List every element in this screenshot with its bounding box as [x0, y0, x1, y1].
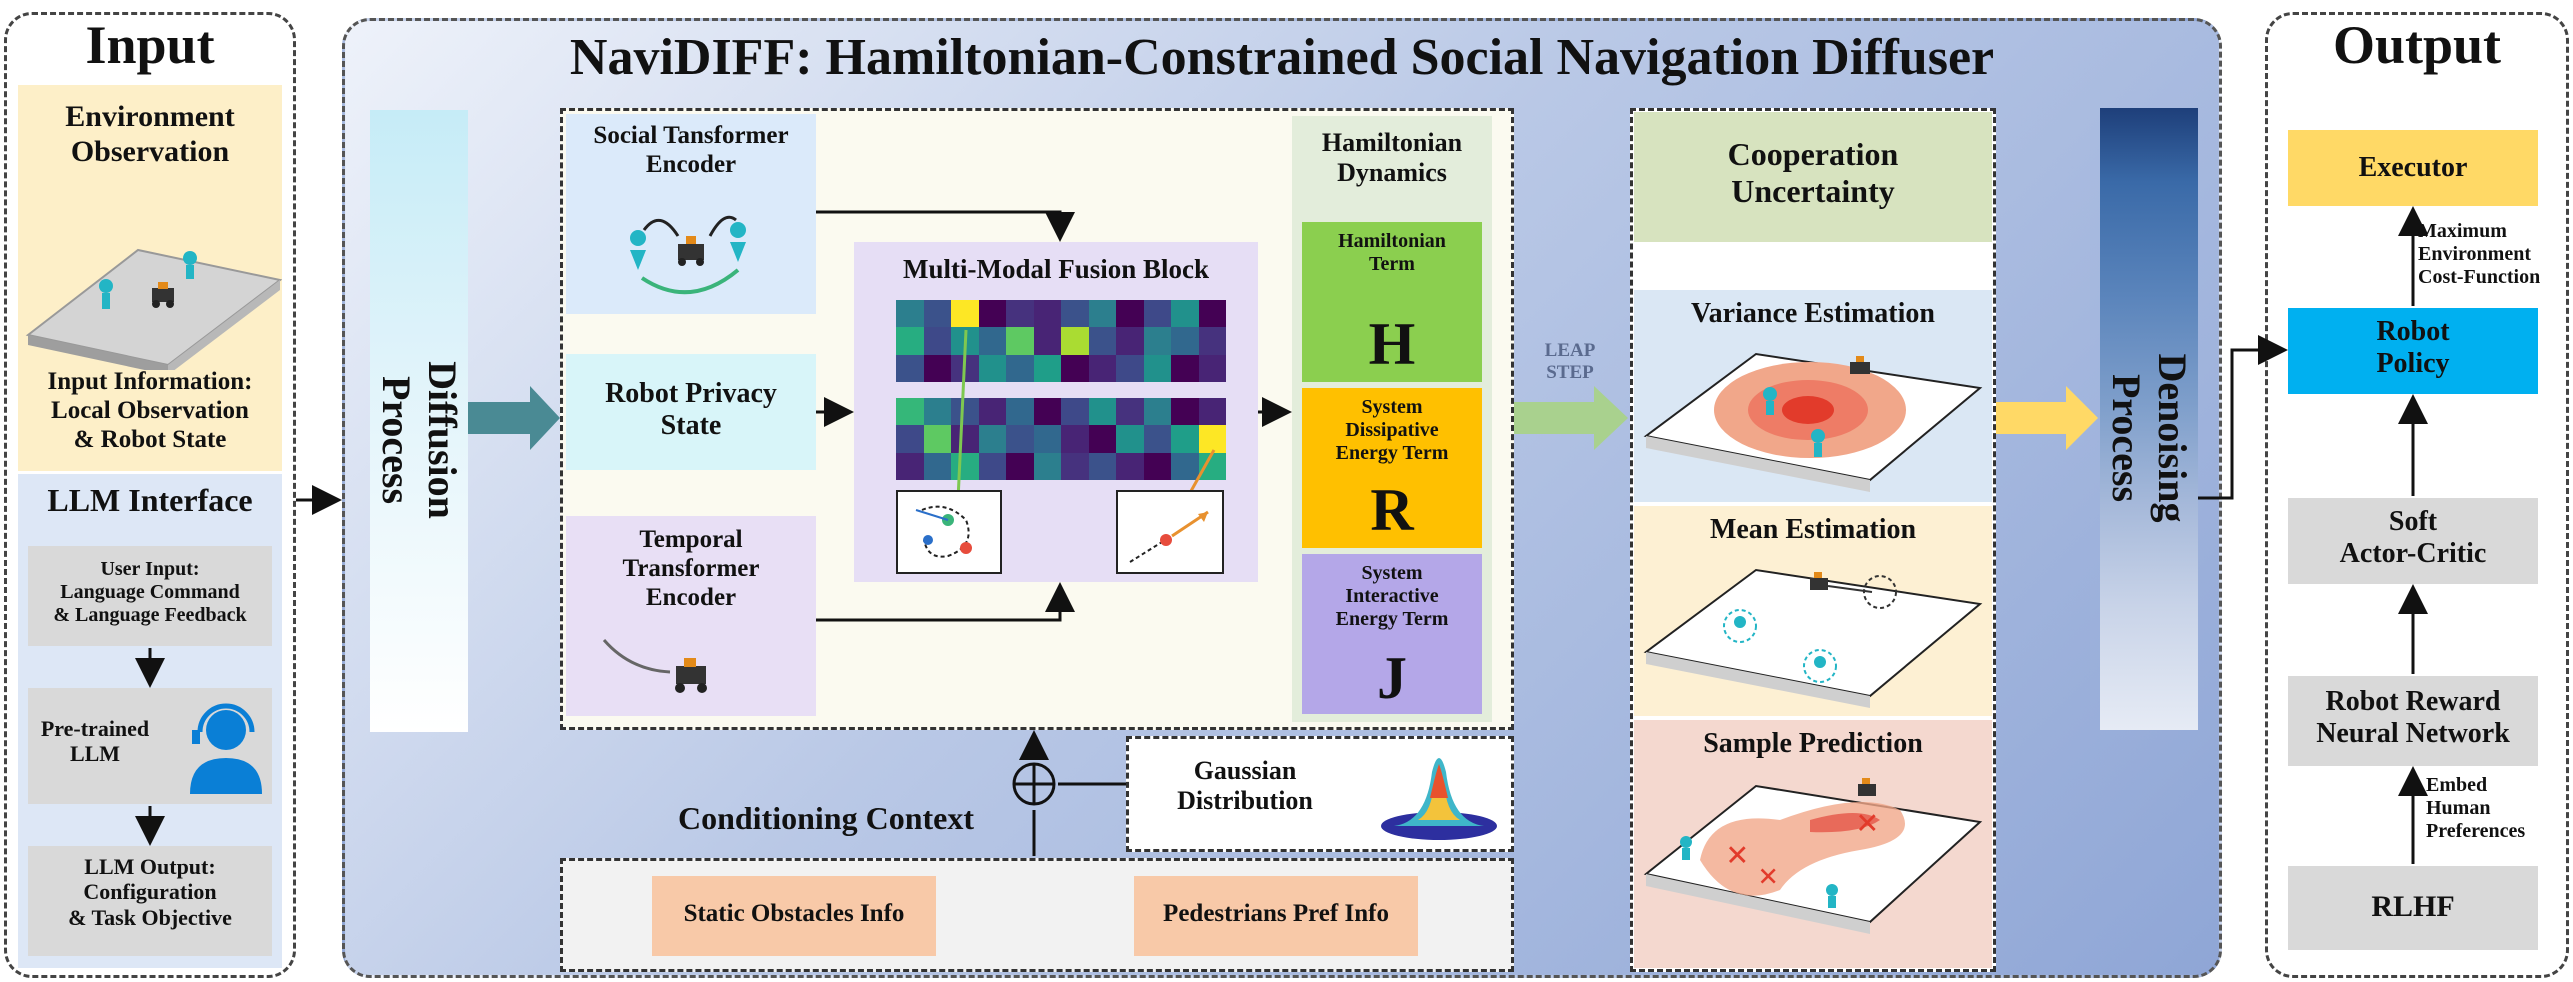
robot-privacy-label: Robot Privacy State [605, 378, 777, 442]
dissipative-term-label: System Dissipative Energy Term [1335, 396, 1449, 464]
social-interaction-icon [630, 215, 746, 295]
variance-estimation-label: Variance Estimation [1691, 298, 1935, 329]
pedestrians-pref-label: Pedestrians Pref Info [1163, 900, 1389, 927]
robot-policy-box [2288, 308, 2538, 394]
user-headset-icon [190, 703, 262, 794]
cooperation-header [1634, 112, 1992, 242]
social-transformer-label: Social Tansformer Encoder [593, 122, 789, 178]
pedestrians-pref-box [1134, 876, 1418, 956]
cooperation-uncertainty-label: Cooperation Uncertainty [1727, 136, 1899, 209]
input-information: Input Information: Local Observation & R… [47, 368, 253, 453]
environment-illustration [25, 248, 282, 370]
attention-heatmap-bottom [896, 398, 1226, 480]
sample-illustration: × × × [1643, 778, 1983, 934]
oplus-symbol [1012, 762, 1056, 806]
r-symbol: R [1370, 477, 1414, 543]
pretrained-llm-text: Pre-trained LLM [40, 716, 150, 767]
max-env-cost-label: Maximum Environment Cost-Function [2418, 220, 2541, 288]
j-symbol: J [1377, 645, 1407, 711]
hamiltonian-term-box [1302, 222, 1482, 382]
h-symbol: H [1368, 311, 1416, 377]
diffusion-process-label: Diffusion Process [374, 361, 465, 519]
svg-text:×: × [1726, 832, 1749, 877]
robot-policy-label: Robot Policy [2376, 316, 2450, 380]
input-header: Input [85, 15, 215, 75]
trajectory-box [1116, 490, 1224, 574]
executor-box [2288, 130, 2538, 206]
denoising-process-label: Denoising Process [2104, 353, 2195, 523]
robot-privacy-box [566, 354, 816, 470]
static-obstacles-label: Static Obstacles Info [683, 900, 905, 927]
interaction-graph-box [896, 490, 1002, 574]
sample-prediction-label: Sample Prediction [1703, 728, 1923, 759]
svg-text:×: × [1758, 856, 1779, 896]
interactive-term-box [1302, 554, 1482, 714]
hamiltonian-term-label: Hamiltonian Term [1338, 230, 1446, 275]
soft-actor-critic-label: Soft Actor-Critic [2339, 506, 2487, 570]
dissipative-term-box [1302, 388, 1482, 548]
reward-nn-label: Robot Reward Neural Network [2316, 686, 2510, 750]
trajectory-icon [1129, 510, 1209, 563]
llm-output-box [28, 846, 272, 956]
denoising-process-bar [2100, 108, 2198, 730]
llm-output-text: LLM Output: Configuration & Task Objecti… [68, 854, 232, 930]
static-obstacles-box [652, 876, 936, 956]
embed-prefs-label: Embed Human Preferences [2426, 774, 2526, 842]
rlhf-box [2288, 866, 2538, 950]
env-observation-title: Environment Observation [65, 100, 235, 168]
output-header: Output [2332, 15, 2502, 75]
fusion-block-label: Multi-Modal Fusion Block [902, 254, 1210, 284]
soft-actor-critic-box [2288, 498, 2538, 584]
robot-trajectory-icon [602, 639, 707, 693]
diffusion-process-bar [370, 110, 468, 732]
mean-illustration [1643, 568, 1983, 708]
main-title: NaviDIFF: Hamiltonian-Constrained Social… [569, 29, 1995, 86]
user-input-text: User Input: Language Command & Language … [53, 558, 247, 626]
attention-heatmap-top [896, 300, 1226, 382]
leap-step-label: LEAP STEP [1544, 340, 1596, 383]
gaussian-3d-icon [1381, 758, 1497, 840]
executor-label: Executor [2358, 152, 2468, 183]
reward-nn-box [2288, 676, 2538, 766]
llm-interface-title: LLM Interface [47, 482, 253, 518]
svg-text:×: × [1856, 800, 1879, 845]
rlhf-label: RLHF [2371, 890, 2455, 923]
gaussian-label: Gaussian Distribution [1177, 756, 1313, 815]
interactive-term-label: System Interactive Energy Term [1335, 562, 1449, 630]
social-transformer-box [566, 114, 816, 314]
temporal-transformer-label: Temporal Transformer Encoder [622, 526, 760, 611]
variance-illustration [1643, 352, 1983, 492]
mean-estimation-label: Mean Estimation [1709, 514, 1917, 545]
hamiltonian-dynamics-title: Hamiltonian Dynamics [1321, 128, 1463, 187]
conditioning-context-label: Conditioning Context [677, 800, 975, 836]
interaction-graph-icon [915, 505, 972, 558]
attention-links [956, 329, 1216, 500]
user-input-box [28, 546, 272, 646]
